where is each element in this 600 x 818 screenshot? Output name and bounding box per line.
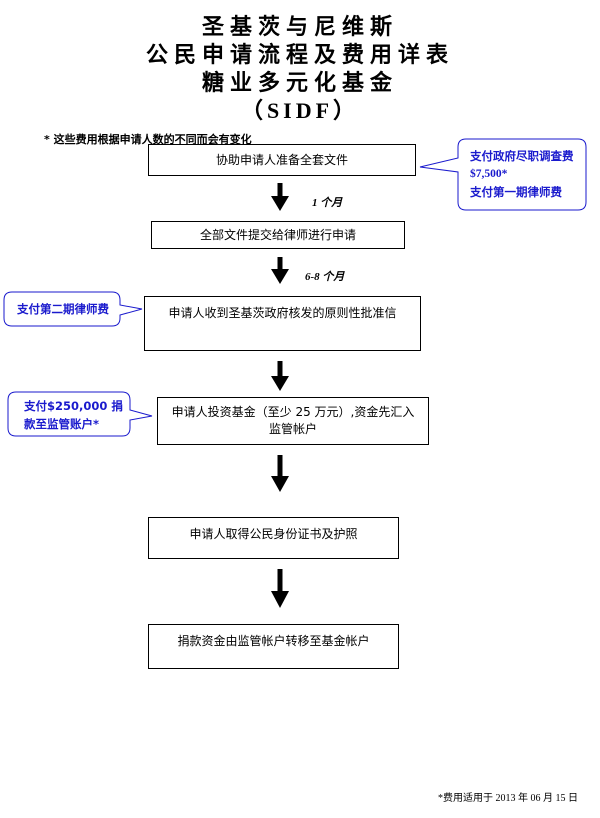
callout-3-line-1: 支付$250,000 捐 [24, 399, 123, 413]
footer-note: *费用适用于 2013 年 06 月 15 日 [438, 793, 578, 804]
flow-arrow-4 [271, 455, 289, 492]
callout-2-text: 支付第二期律师费 [17, 300, 109, 318]
callout-3-text: 支付$250,000 捐 款至监管账户* [24, 397, 123, 433]
step-5-box: 申请人取得公民身份证书及护照 [148, 517, 399, 559]
step-2-box: 全部文件提交给律师进行申请 [151, 221, 405, 249]
step-6-box: 捐款资金由监管帐户转移至基金帐户 [148, 624, 399, 669]
variation-note: * 这些费用根据申请人数的不同而会有变化 [44, 133, 252, 146]
callout-1-text: 支付政府尽职调查费 $7,500* 支付第一期律师费 [470, 147, 574, 201]
flow-arrow-1 [271, 183, 289, 211]
callout-1-line-3: 支付第一期律师费 [470, 185, 562, 199]
title-line-3: 糖业多元化基金 [201, 71, 398, 96]
callout-bubble-1 [419, 138, 587, 211]
flow-arrow-5 [271, 569, 289, 608]
callout-3-line-2: 款至监管账户* [24, 417, 100, 431]
callout-1-line-2: $7,500* [470, 168, 508, 180]
callout-2-line-1: 支付第二期律师费 [17, 302, 109, 316]
step-3-box: 申请人收到圣基茨政府核发的原则性批准信 [144, 296, 421, 351]
title-line-2: 公民申请流程及费用详表 [145, 43, 454, 68]
title-line-4: （SIDF） [240, 98, 360, 123]
step-4-box: 申请人投资基金（至少 25 万元）,资金先汇入监管帐户 [157, 397, 429, 445]
callout-bubble-2 [3, 291, 143, 327]
title-line-1: 圣基茨与尼维斯 [201, 15, 398, 40]
callout-bubble-3 [7, 391, 153, 437]
step-1-box: 协助申请人准备全套文件 [148, 144, 416, 176]
callout-1-line-1: 支付政府尽职调查费 [470, 149, 574, 163]
flow-arrow-2 [271, 257, 289, 284]
flow-arrow-3 [271, 361, 289, 391]
duration-label-1: 1 个月 [312, 197, 343, 209]
duration-label-2: 6-8 个月 [305, 271, 345, 283]
